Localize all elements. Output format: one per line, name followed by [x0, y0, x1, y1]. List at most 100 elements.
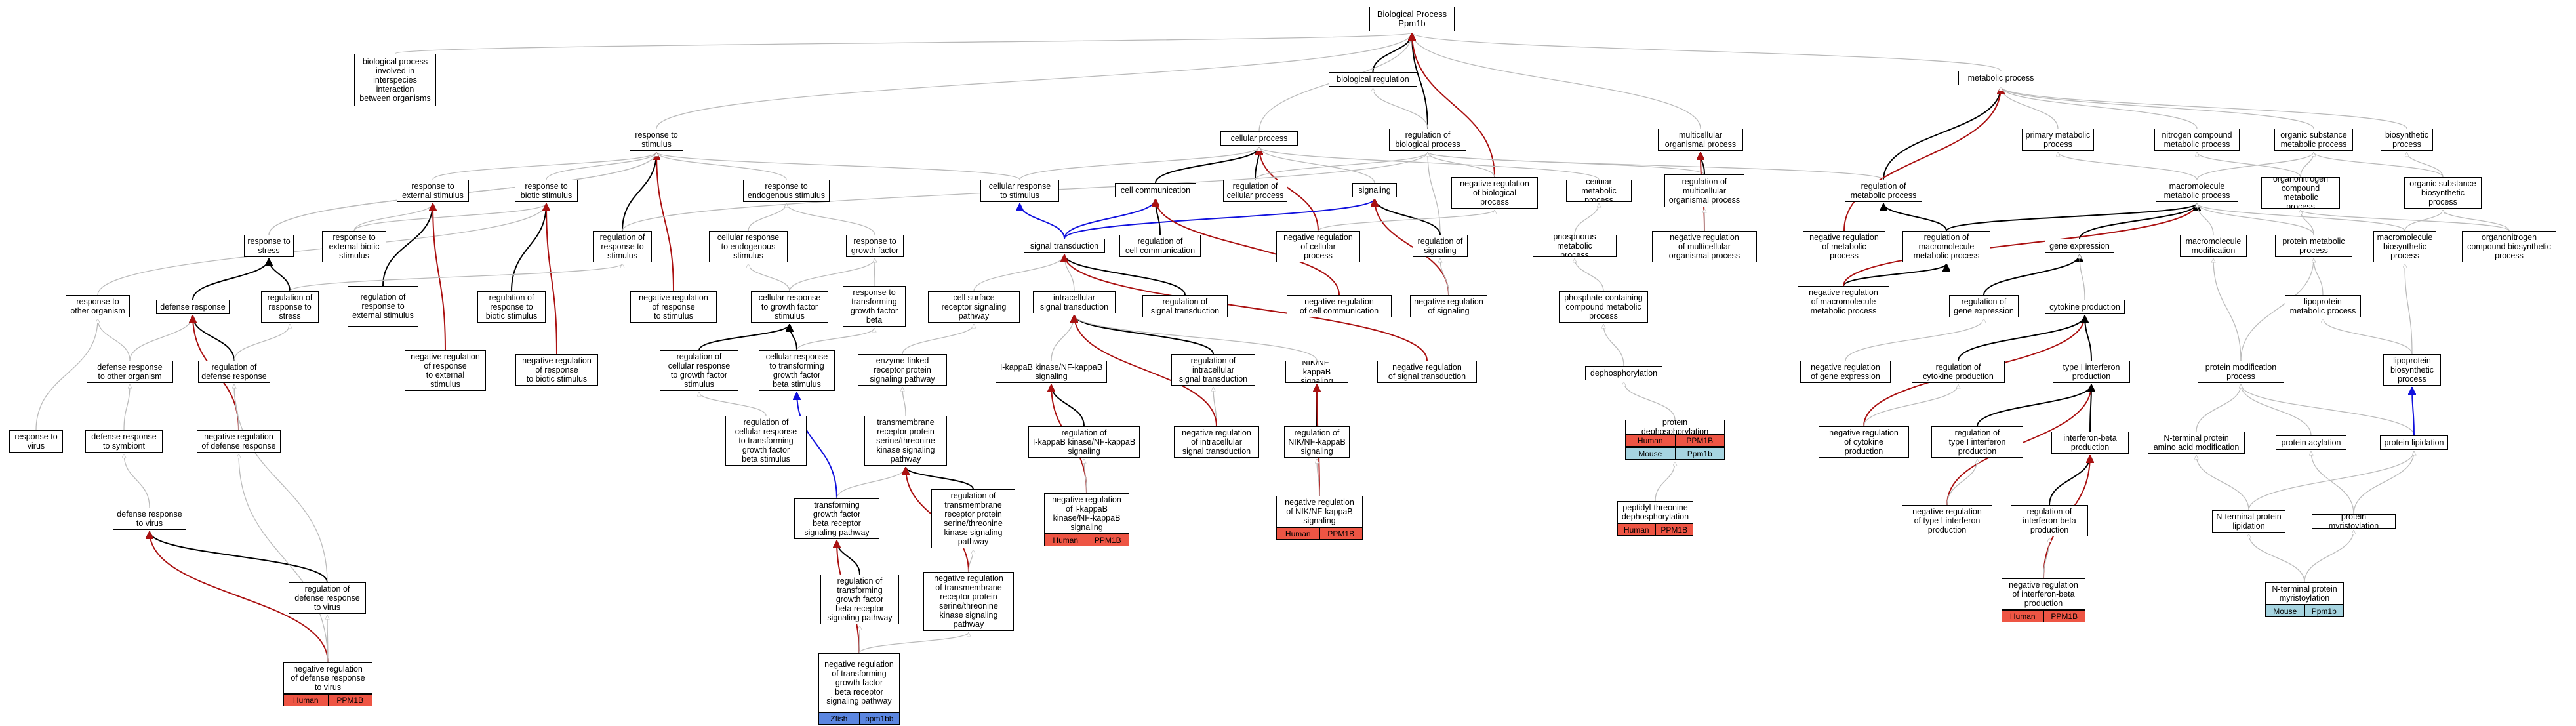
go-term-nik-nfkb[interactable]: NIK/NF-kappaB signaling	[1285, 361, 1348, 383]
go-term-resp-biotic[interactable]: response to biotic stimulus	[515, 180, 578, 202]
go-term-protein-acyl[interactable]: protein acylation	[2276, 435, 2346, 450]
go-term-neg-reg-resp-biotic[interactable]: negative regulation of response to bioti…	[515, 354, 598, 386]
go-term-reg-bio[interactable]: regulation of biological process	[1389, 129, 1466, 151]
go-term-neg-reg-signaling[interactable]: negative regulation of signaling	[1410, 295, 1487, 317]
go-term-cell-resp-endo[interactable]: cellular response to endogenous stimulus	[709, 231, 788, 262]
go-term-neg-reg-bio[interactable]: negative regulation of biological proces…	[1451, 177, 1538, 209]
go-term-cell-met[interactable]: cellular metabolic process	[1566, 180, 1632, 202]
go-term-reg-resp-stress[interactable]: regulation of response to stress	[261, 291, 319, 323]
go-term-lipoprotein-bios[interactable]: lipoprotein biosynthetic process	[2383, 354, 2441, 386]
go-term-macro-bios[interactable]: macromolecule biosynthetic process	[2373, 231, 2436, 262]
go-term-def-resp-other[interactable]: defense response to other organism	[87, 361, 173, 383]
go-term-reg-met[interactable]: regulation of metabolic process	[1845, 180, 1922, 202]
go-term-ifn-beta[interactable]: interferon-beta production	[2051, 432, 2129, 454]
go-term-resp-other-org[interactable]: response to other organism	[66, 295, 130, 317]
go-term-reg-def-resp-virus[interactable]: regulation of defense response to virus	[289, 582, 366, 614]
go-term-resp-ext-biotic[interactable]: response to external biotic stimulus	[322, 231, 386, 262]
go-term-neg-reg-def-resp[interactable]: negative regulation of defense response	[197, 430, 281, 453]
go-term-reg-resp-ext[interactable]: regulation of response to external stimu…	[348, 286, 418, 327]
go-term-neg-reg-nik[interactable]: negative regulation of NIK/NF-kappaB sig…	[1276, 496, 1363, 527]
go-term-cytokine-prod[interactable]: cytokine production	[2045, 300, 2125, 314]
go-term-neg-reg-cell-comm[interactable]: negative regulation of cell communicatio…	[1287, 295, 1392, 317]
go-term-resp-endo[interactable]: response to endogenous stimulus	[743, 180, 830, 202]
go-term-nterm-aa-mod[interactable]: N-terminal protein amino acid modificati…	[2148, 432, 2245, 454]
go-term-cell-proc[interactable]: cellular process	[1220, 131, 1298, 146]
go-term-peptidyl-thr[interactable]: peptidyl-threonine dephosphorylation	[1617, 501, 1693, 523]
go-term-bio-reg[interactable]: biological regulation	[1329, 72, 1417, 87]
go-term-reg-ikb[interactable]: regulation of I-kappaB kinase/NF-kappaB …	[1028, 426, 1140, 458]
go-term-protein-lipid[interactable]: protein lipidation	[2380, 435, 2448, 450]
go-term-cell-comm[interactable]: cell communication	[1115, 183, 1196, 197]
go-term-neg-reg-tmrstk[interactable]: negative regulation of transmembrane rec…	[923, 572, 1014, 631]
go-term-neg-reg-sig-trans[interactable]: negative regulation of signal transducti…	[1377, 361, 1477, 383]
go-term-cell-surf[interactable]: cell surface receptor signaling pathway	[928, 291, 1020, 323]
go-term-reg-gene-expr[interactable]: regulation of gene expression	[1949, 295, 2019, 317]
go-term-reg-intracell-sig[interactable]: regulation of intracellular signal trans…	[1171, 354, 1255, 386]
go-term-reg-nik[interactable]: regulation of NIK/NF-kappaB signaling	[1284, 426, 1350, 458]
go-term-reg-tgfb-sig[interactable]: regulation of transforming growth factor…	[820, 575, 899, 624]
go-term-prot-dephos[interactable]: protein dephosphorylation	[1625, 420, 1725, 434]
go-term-signaling[interactable]: signaling	[1352, 183, 1397, 197]
go-term-neg-reg-gene-expr[interactable]: negative regulation of gene expression	[1800, 361, 1891, 383]
go-term-reg-cell-proc[interactable]: regulation of cellular process	[1223, 180, 1287, 202]
go-term-reg-def-resp[interactable]: regulation of defense response	[198, 361, 270, 383]
go-term-resp-stim[interactable]: response to stimulus	[630, 129, 683, 151]
go-term-def-resp-symb[interactable]: defense response to symbiont	[85, 430, 163, 453]
go-term-biosynthetic[interactable]: biosynthetic process	[2381, 129, 2433, 151]
go-term-metabolic[interactable]: metabolic process	[1958, 71, 2043, 85]
go-term-reg-cell-comm[interactable]: regulation of cell communication	[1119, 235, 1201, 257]
go-term-phosphorus-met[interactable]: phosphorus metabolic process	[1533, 235, 1617, 257]
go-term-neg-reg-resp-stim[interactable]: negative regulation of response to stimu…	[630, 291, 717, 323]
go-term-nterm-lipid[interactable]: N-terminal protein lipidation	[2212, 510, 2285, 533]
go-term-neg-reg-macro-met[interactable]: negative regulation of macromolecule met…	[1798, 286, 1889, 317]
go-term-cell-resp-stim[interactable]: cellular response to stimulus	[980, 180, 1059, 202]
go-term-resp-gf[interactable]: response to growth factor	[846, 235, 904, 257]
go-term-macro-mod[interactable]: macromolecule modification	[2180, 235, 2247, 257]
go-term-reg-macro-met[interactable]: regulation of macromolecule metabolic pr…	[1902, 231, 1990, 262]
go-term-reg-tmrstk[interactable]: regulation of transmembrane receptor pro…	[931, 489, 1015, 548]
go-term-reg-cell-resp-tgfb[interactable]: regulation of cellular response to trans…	[725, 416, 807, 466]
go-term-neg-reg-type1-ifn[interactable]: negative regulation of type I interferon…	[1902, 505, 1992, 536]
go-term-gene-expr[interactable]: gene expression	[2045, 239, 2114, 253]
go-term-protein-myr[interactable]: protein myristoylation	[2312, 514, 2396, 529]
go-term-multicell[interactable]: multicellular organismal process	[1658, 129, 1743, 151]
go-term-dephos[interactable]: dephosphorylation	[1585, 366, 1662, 380]
go-term-reg-resp-stim[interactable]: regulation of response to stimulus	[593, 231, 652, 262]
go-term-reg-sig-trans[interactable]: regulation of signal transduction	[1142, 295, 1228, 317]
go-term-reg-signaling[interactable]: regulation of signaling	[1413, 235, 1468, 257]
go-term-reg-multicell[interactable]: regulation of multicellular organismal p…	[1664, 174, 1744, 207]
go-term-enzyme-linked[interactable]: enzyme-linked receptor protein signaling…	[858, 354, 947, 386]
go-term-root[interactable]: Biological Process Ppm1b	[1369, 7, 1455, 31]
go-term-tgfb-sig[interactable]: transforming growth factor beta receptor…	[794, 498, 879, 539]
go-term-org-sub-bios[interactable]: organic substance biosynthetic process	[2404, 177, 2482, 209]
go-term-protein-met[interactable]: protein metabolic process	[2275, 235, 2352, 257]
go-term-neg-reg-def-virus[interactable]: negative regulation of defense response …	[283, 662, 372, 694]
go-term-resp-stress[interactable]: response to stress	[244, 235, 294, 257]
go-term-phosphate-met[interactable]: phosphate-containing compound metabolic …	[1559, 291, 1648, 323]
go-term-nitrogen-met[interactable]: nitrogen compound metabolic process	[2154, 129, 2240, 151]
go-term-intracell-sig[interactable]: intracellular signal transduction	[1033, 291, 1116, 313]
go-term-reg-resp-biotic[interactable]: regulation of response to biotic stimulu…	[477, 291, 546, 323]
go-term-neg-reg-ikb[interactable]: negative regulation of I-kappaB kinase/N…	[1044, 493, 1129, 534]
go-term-primary-met[interactable]: primary metabolic process	[2022, 129, 2094, 151]
go-term-bio-interspecies[interactable]: biological process involved in interspec…	[354, 54, 436, 106]
go-term-organonitrogen-bios[interactable]: organonitrogen compound biosynthetic pro…	[2462, 231, 2556, 262]
go-term-resp-virus[interactable]: response to virus	[9, 430, 63, 453]
go-term-neg-reg-met[interactable]: negative regulation of metabolic process	[1803, 231, 1885, 262]
go-term-def-resp-virus[interactable]: defense response to virus	[113, 508, 186, 530]
go-term-reg-ifn-beta[interactable]: regulation of interferon-beta production	[2011, 505, 2088, 536]
go-term-neg-reg-ifn-beta[interactable]: negative regulation of interferon-beta p…	[2002, 578, 2085, 610]
go-term-resp-tgfb[interactable]: response to transforming growth factor b…	[843, 286, 906, 327]
go-term-organonitrogen[interactable]: organonitrogen compound metabolic proces…	[2261, 177, 2340, 209]
go-term-lipoprotein-met[interactable]: lipoprotein metabolic process	[2285, 295, 2361, 317]
go-term-neg-reg-tgfb-sig[interactable]: negative regulation of transforming grow…	[818, 653, 900, 712]
go-term-protein-mod[interactable]: protein modification process	[2198, 361, 2284, 383]
go-term-sig-trans[interactable]: signal transduction	[1024, 239, 1105, 253]
go-term-macro-met[interactable]: macromolecule metabolic process	[2156, 180, 2238, 202]
go-term-neg-reg-multicell[interactable]: negative regulation of multicellular org…	[1652, 231, 1757, 262]
go-term-resp-ext[interactable]: response to external stimulus	[397, 180, 469, 202]
go-term-org-sub-met[interactable]: organic substance metabolic process	[2274, 129, 2353, 151]
go-term-neg-reg-resp-ext[interactable]: negative regulation of response to exter…	[405, 350, 486, 391]
go-term-cell-resp-gf[interactable]: cellular response to growth factor stimu…	[751, 291, 828, 323]
go-term-reg-type1-ifn[interactable]: regulation of type I interferon producti…	[1931, 426, 2023, 458]
